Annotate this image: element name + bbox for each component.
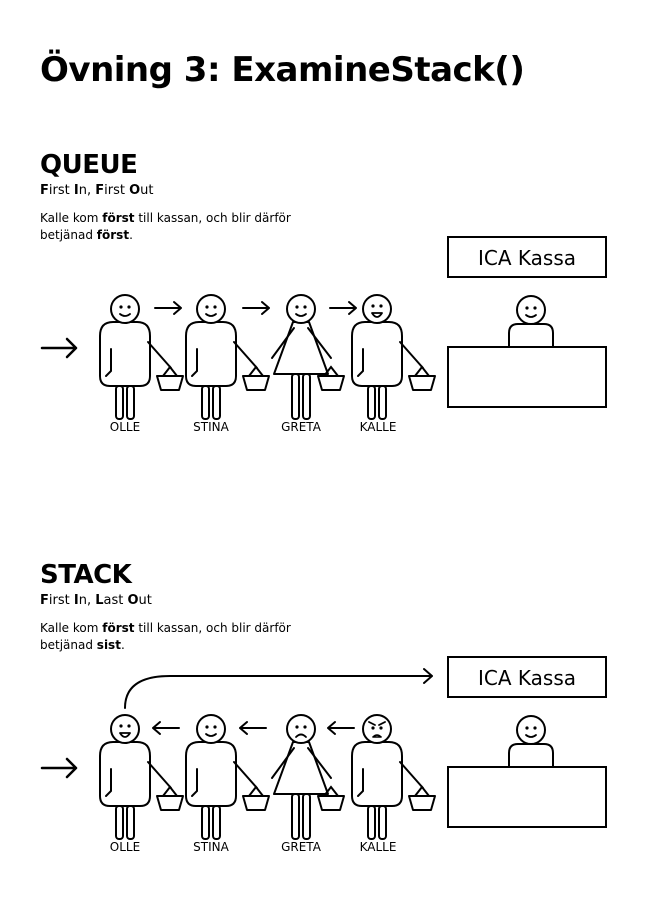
arrow-left-icon [152,721,180,735]
ica-kassa-label: ICA Kassa [478,246,576,270]
entry-arrow-icon [40,337,78,359]
stack-description: Kalle kom först till kassan, och blir dä… [40,621,291,652]
exit-arrow-icon [124,668,433,709]
stack-diagram: OLLE STINA GRETA KALLE ICA Kassa [40,656,607,854]
cashier-icon [508,295,554,347]
person-name-stina: STINA [193,840,229,854]
arrow-right-icon [329,301,357,315]
ica-kassa-sign [447,236,607,278]
ica-kassa-sign [447,656,607,698]
person-olle-icon [100,294,183,419]
cashier-icon [508,715,554,767]
person-kalle-icon [352,714,435,839]
person-name-greta: GRETA [281,840,322,854]
stack-heading: STACK [40,560,132,590]
person-kalle-icon [352,294,435,419]
arrow-left-icon [239,721,267,735]
checkout-counter [447,346,607,408]
queue-description: Kalle kom först till kassan, och blir dä… [40,211,291,242]
arrow-left-icon [327,721,355,735]
entry-arrow-icon [40,757,78,779]
queue-diagram: OLLE STINA GRETA KALLE ICA Kassa [40,236,607,434]
person-name-stina: STINA [193,420,229,434]
person-stina-icon [186,714,269,839]
arrow-right-icon [154,301,182,315]
person-name-olle: OLLE [110,420,140,434]
ica-kassa-label: ICA Kassa [478,666,576,690]
person-stina-icon [186,294,269,419]
person-name-greta: GRETA [281,420,322,434]
person-name-kalle: KALLE [360,420,397,434]
person-olle-icon [100,714,183,839]
checkout-counter [447,766,607,828]
person-greta-icon [272,714,344,839]
arrow-right-icon [242,301,270,315]
person-name-olle: OLLE [110,840,140,854]
queue-heading: QUEUE [40,150,138,180]
person-name-kalle: KALLE [360,840,397,854]
stack-subtitle: First In, Last Out [40,593,152,608]
person-greta-icon [272,294,344,419]
page-title: Övning 3: ExamineStack() [40,50,525,90]
queue-subtitle: First In, First Out [40,183,154,198]
